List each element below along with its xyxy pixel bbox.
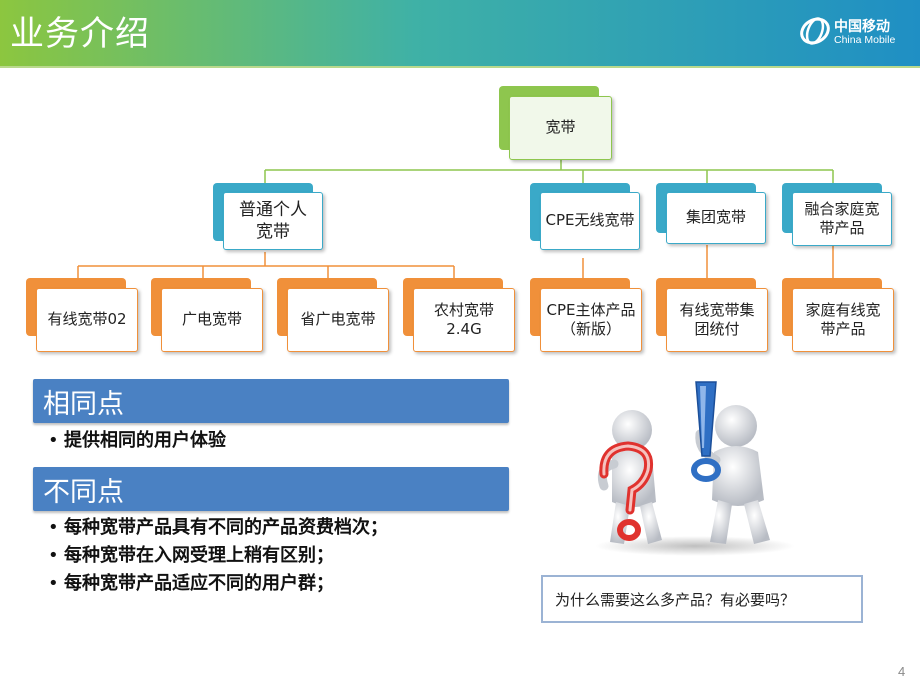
- tree-leaf-cpe-main-product: CPE主体产品（新版）: [540, 288, 642, 352]
- tree-node-label: 普通个人宽带: [239, 199, 307, 242]
- tree-node-label: 融合家庭宽带产品: [804, 199, 880, 238]
- tree-node-personal-broadband: 普通个人宽带: [223, 192, 323, 250]
- china-mobile-swirl-icon: [800, 17, 830, 45]
- tree-node-cpe-broadband: CPE无线宽带: [540, 192, 640, 250]
- page-number: 4: [898, 664, 906, 679]
- tree-leaf-cable-tv-broadband: 广电宽带: [161, 288, 263, 352]
- tree-leaf-group-unified-payment: 有线宽带集团统付: [666, 288, 768, 352]
- tree-leaf-label: 有线宽带02: [47, 310, 127, 329]
- list-item: 提供相同的用户体验: [48, 427, 226, 455]
- tree-node-label: CPE无线宽带: [545, 211, 635, 230]
- tree-node-fusion-home-broadband: 融合家庭宽带产品: [792, 192, 892, 246]
- tree-leaf-label: 农村宽带2.4G: [433, 300, 494, 339]
- tree-leaf-label: 广电宽带: [181, 310, 242, 329]
- list-item: 每种宽带产品适应不同的用户群；: [48, 570, 388, 598]
- question-mark-icon: [599, 441, 654, 541]
- differences-heading-text: 不同点: [43, 476, 124, 508]
- tree-leaf-rural-broadband-24g: 农村宽带2.4G: [413, 288, 515, 352]
- tree-leaf-wired-broadband-02: 有线宽带02: [36, 288, 138, 352]
- exclamation-mark-icon: [691, 381, 721, 482]
- differences-list: 每种宽带产品具有不同的产品资费档次； 每种宽带在入网受理上稍有区别； 每种宽带产…: [48, 514, 388, 598]
- tree-node-label: 集团宽带: [685, 208, 746, 227]
- question-exclamation-illustration: [595, 381, 795, 556]
- list-item: 每种宽带产品具有不同的产品资费档次；: [48, 514, 388, 542]
- similarities-heading-text: 相同点: [43, 388, 124, 420]
- tree-leaf-label: 家庭有线宽带产品: [805, 300, 881, 339]
- tree-leaf-home-wired-broadband: 家庭有线宽带产品: [792, 288, 894, 352]
- page-title: 业务介绍: [10, 14, 150, 54]
- tree-leaf-label: CPE主体产品（新版）: [546, 300, 636, 339]
- differences-heading: 不同点: [33, 467, 509, 511]
- logo-english-text: China Mobile: [834, 34, 896, 46]
- tree-leaf-label: 省广电宽带: [300, 310, 376, 329]
- tree-leaf-label: 有线宽带集团统付: [679, 300, 755, 339]
- tree-connectors: [77, 160, 834, 278]
- tree-node-group-broadband: 集团宽带: [666, 192, 766, 244]
- header-banner: 业务介绍 中国移动 China Mobile: [0, 0, 920, 68]
- china-mobile-logo: 中国移动 China Mobile: [798, 14, 910, 54]
- tree-root-label: 宽带: [545, 118, 576, 137]
- list-item: 每种宽带在入网受理上稍有区别；: [48, 542, 388, 570]
- logo-chinese-text: 中国移动: [834, 19, 890, 35]
- question-text: 为什么需要这么多产品？有必要吗？: [555, 590, 796, 609]
- similarities-list: 提供相同的用户体验: [48, 427, 226, 455]
- similarities-heading: 相同点: [33, 379, 509, 423]
- tree-root-node: 宽带: [509, 96, 612, 160]
- tree-leaf-provincial-cable-broadband: 省广电宽带: [287, 288, 389, 352]
- question-callout: 为什么需要这么多产品？有必要吗？: [541, 575, 863, 623]
